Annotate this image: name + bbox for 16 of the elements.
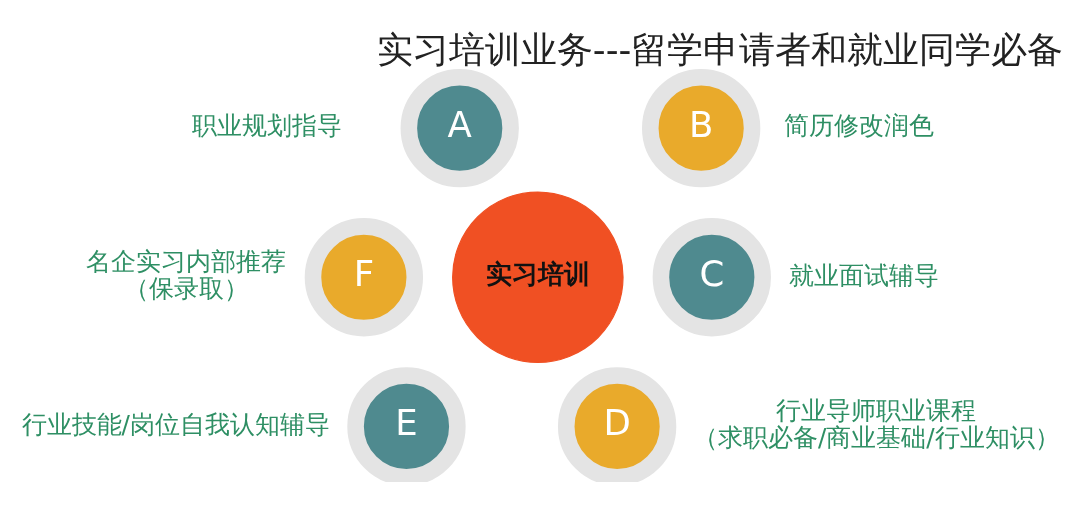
node-circle: E xyxy=(347,366,466,482)
node-label: 就业面试辅导 xyxy=(789,260,940,290)
node-label: （保录取） xyxy=(123,273,249,303)
node-label: 行业导师职业课程 xyxy=(776,395,977,425)
diagram-title: 实习培训业务---留学申请者和就业同学必备 xyxy=(376,28,1064,70)
node-circle: F xyxy=(304,217,424,336)
node-label: （求职必备/商业基础/行业知识） xyxy=(692,422,1060,452)
node-label: 名企实习内部推荐 xyxy=(86,246,287,276)
node-circle: 实习培训 xyxy=(452,190,624,363)
node-circle: C xyxy=(652,217,771,336)
node-circle: D xyxy=(557,366,677,482)
node-label: 职业规划指导 xyxy=(191,110,342,140)
node-circle: B xyxy=(642,68,761,187)
node-label: 行业技能/岗位自我认知辅导 xyxy=(21,409,330,439)
node-circle: A xyxy=(400,68,519,187)
node-label: 简历修改润色 xyxy=(783,110,934,140)
